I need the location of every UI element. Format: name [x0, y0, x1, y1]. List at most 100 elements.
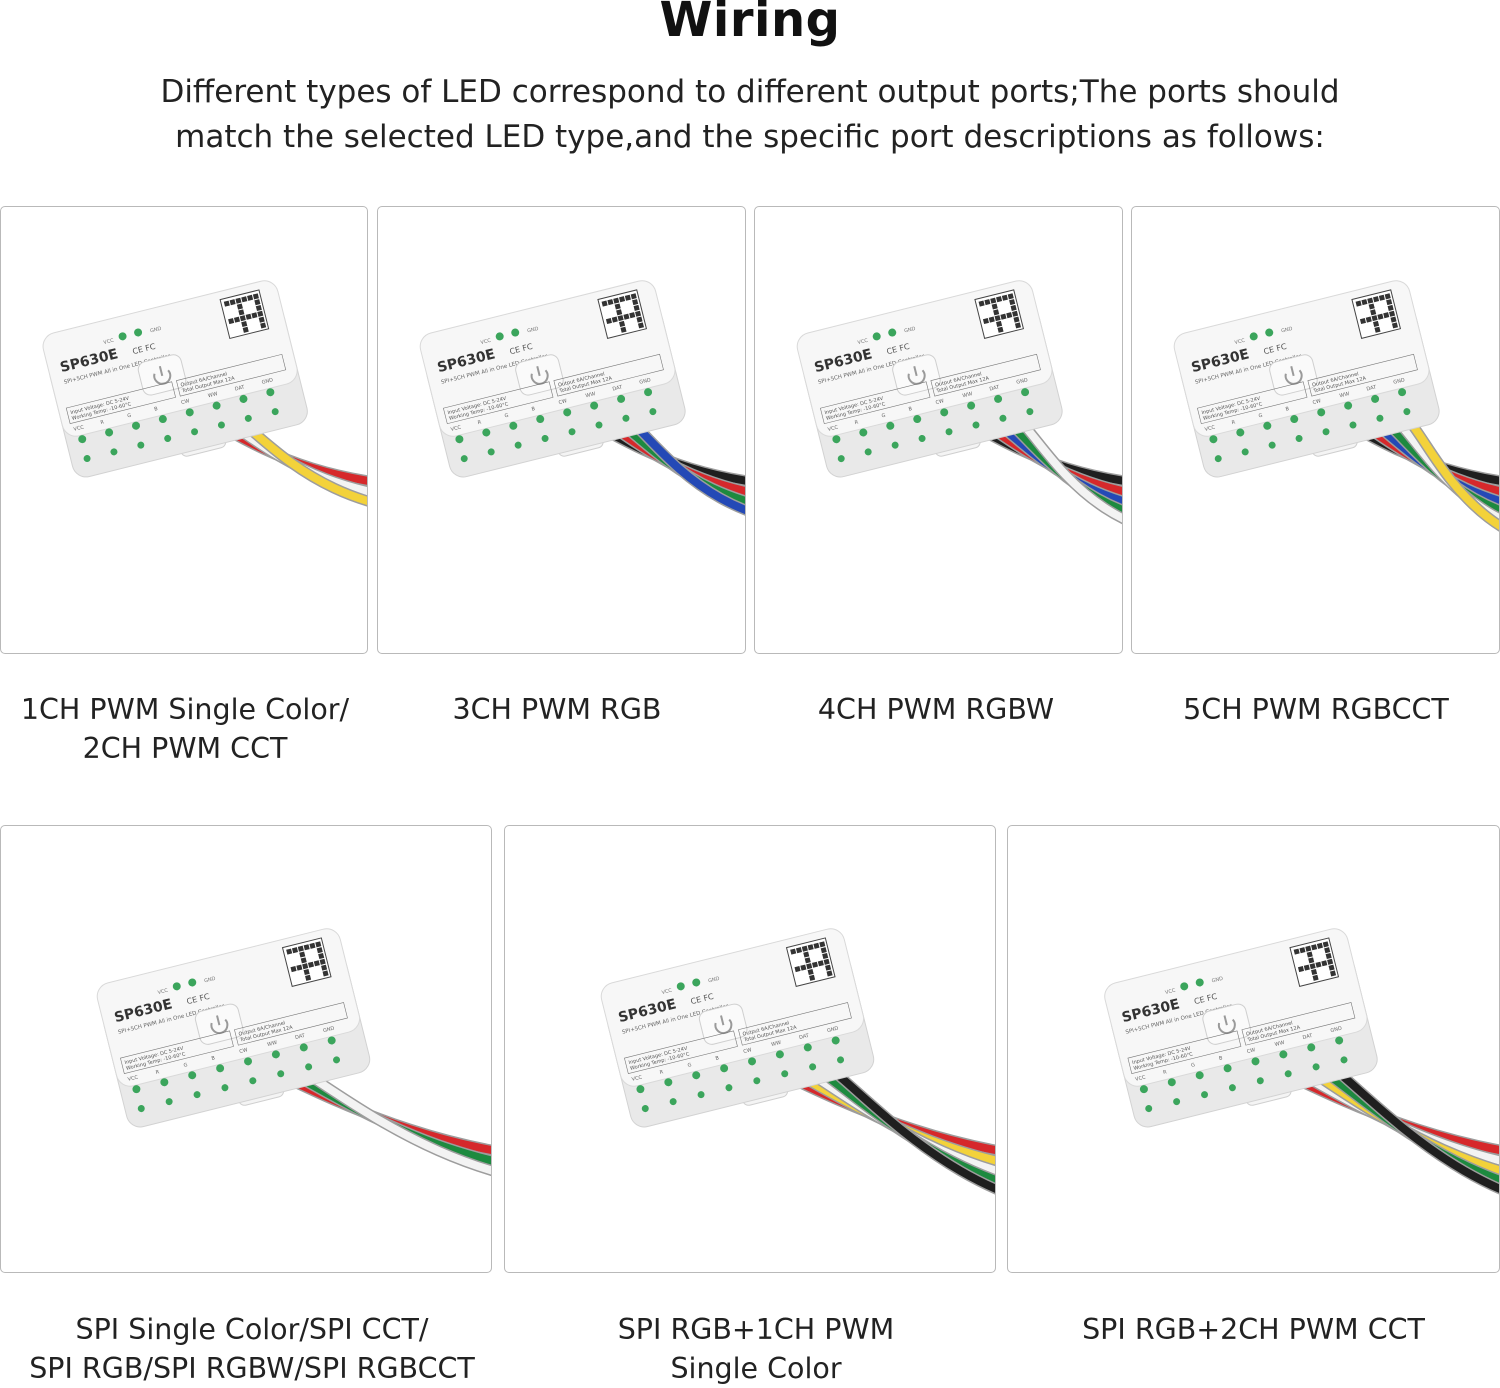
port-label-dat: DAT [1366, 384, 1378, 392]
status-led [692, 978, 701, 987]
port-terminal [636, 1085, 645, 1094]
port-terminal [886, 421, 895, 430]
port-terminal [188, 1071, 197, 1080]
port-label-g: G [1190, 1062, 1195, 1069]
port-terminal [1295, 434, 1303, 442]
spec-box [176, 353, 287, 397]
port-terminal [568, 428, 576, 436]
port-terminal [1256, 1077, 1264, 1085]
port-terminal [918, 434, 926, 442]
port-terminal [781, 1070, 789, 1078]
port-terminal [1307, 1043, 1316, 1052]
port-terminal [753, 1077, 761, 1085]
status-led [188, 978, 197, 987]
port-terminal [185, 408, 194, 417]
port-terminal [649, 408, 657, 416]
caption-5ch-rgbcct: 5CH PWM RGBCCT [1131, 690, 1500, 729]
top-label-vcc: VCC [1234, 338, 1246, 346]
port-terminal [664, 1078, 673, 1087]
port-terminal [1209, 435, 1218, 444]
port-label-g: G [183, 1062, 188, 1069]
port-label-vcc: VCC [631, 1074, 643, 1082]
port-terminal [217, 421, 225, 429]
top-label-gnd: GND [149, 326, 162, 335]
status-led [495, 332, 504, 341]
port-label-b: B [154, 406, 159, 413]
port-terminal [644, 388, 653, 397]
spec-box [443, 381, 554, 425]
spec-box [1127, 1030, 1242, 1074]
port-label-g: G [1258, 413, 1263, 420]
port-terminal [864, 448, 872, 456]
port-terminal [1026, 408, 1034, 416]
port-terminal [832, 435, 841, 444]
port-terminal [327, 1036, 336, 1045]
caption-line: SPI RGB+1CH PWM [617, 1313, 895, 1346]
port-terminal [212, 401, 221, 410]
status-led [888, 328, 897, 337]
port-terminal [1263, 421, 1272, 430]
port-label-r: R [155, 1069, 160, 1076]
port-terminal [1173, 1098, 1181, 1106]
port-terminal [809, 1063, 817, 1071]
caption-spi-rgb-2ch: SPI RGB+2CH PWM CCT [1007, 1310, 1500, 1349]
port-terminal [669, 1098, 677, 1106]
port-label-gnd: GND [1016, 377, 1029, 386]
top-label-vcc: VCC [480, 338, 492, 346]
port-terminal [1340, 1056, 1348, 1064]
port-label-g: G [881, 413, 886, 420]
port-label-cw: CW [239, 1047, 249, 1055]
port-label-vcc: VCC [1135, 1074, 1147, 1082]
port-label-cw: CW [743, 1047, 753, 1055]
port-terminal [1317, 408, 1326, 417]
port-terminal [775, 1050, 784, 1059]
port-label-ww: WW [1274, 1040, 1285, 1048]
subtitle-line-1: Different types of LED correspond to dif… [160, 74, 1340, 110]
port-terminal [165, 1098, 173, 1106]
spec-box [234, 1002, 348, 1046]
port-terminal [945, 428, 953, 436]
port-terminal [913, 415, 922, 424]
caption-3ch-rgb: 3CH PWM RGB [377, 690, 737, 729]
port-terminal [216, 1064, 225, 1073]
port-terminal [131, 421, 140, 430]
status-led [872, 332, 881, 341]
top-label-gnd: GND [904, 326, 917, 335]
status-led [1249, 332, 1258, 341]
top-label-gnd: GND [204, 976, 217, 985]
port-label-dat: DAT [1302, 1033, 1314, 1041]
port-label-g: G [504, 413, 509, 420]
port-terminal [617, 394, 626, 403]
port-terminal [1322, 428, 1330, 436]
port-terminal [277, 1070, 285, 1078]
port-label-vcc: VCC [127, 1074, 139, 1082]
port-label-dat: DAT [989, 384, 1001, 392]
port-terminal [1290, 415, 1299, 424]
port-terminal [1335, 1036, 1344, 1045]
port-terminal [940, 408, 949, 417]
port-terminal [1236, 428, 1245, 437]
port-terminal [697, 1091, 705, 1099]
port-terminal [1376, 414, 1384, 422]
port-terminal [193, 1091, 201, 1099]
port-terminal [641, 1105, 649, 1113]
port-terminal [487, 448, 495, 456]
port-terminal [837, 1056, 845, 1064]
port-label-vcc: VCC [450, 424, 462, 432]
port-terminal [239, 394, 248, 403]
top-label-gnd: GND [708, 976, 721, 985]
port-label-cw: CW [181, 398, 191, 406]
port-terminal [1371, 394, 1380, 403]
port-terminal [137, 1105, 145, 1113]
port-terminal [1349, 421, 1357, 429]
port-terminal [994, 394, 1003, 403]
port-terminal [244, 414, 252, 422]
